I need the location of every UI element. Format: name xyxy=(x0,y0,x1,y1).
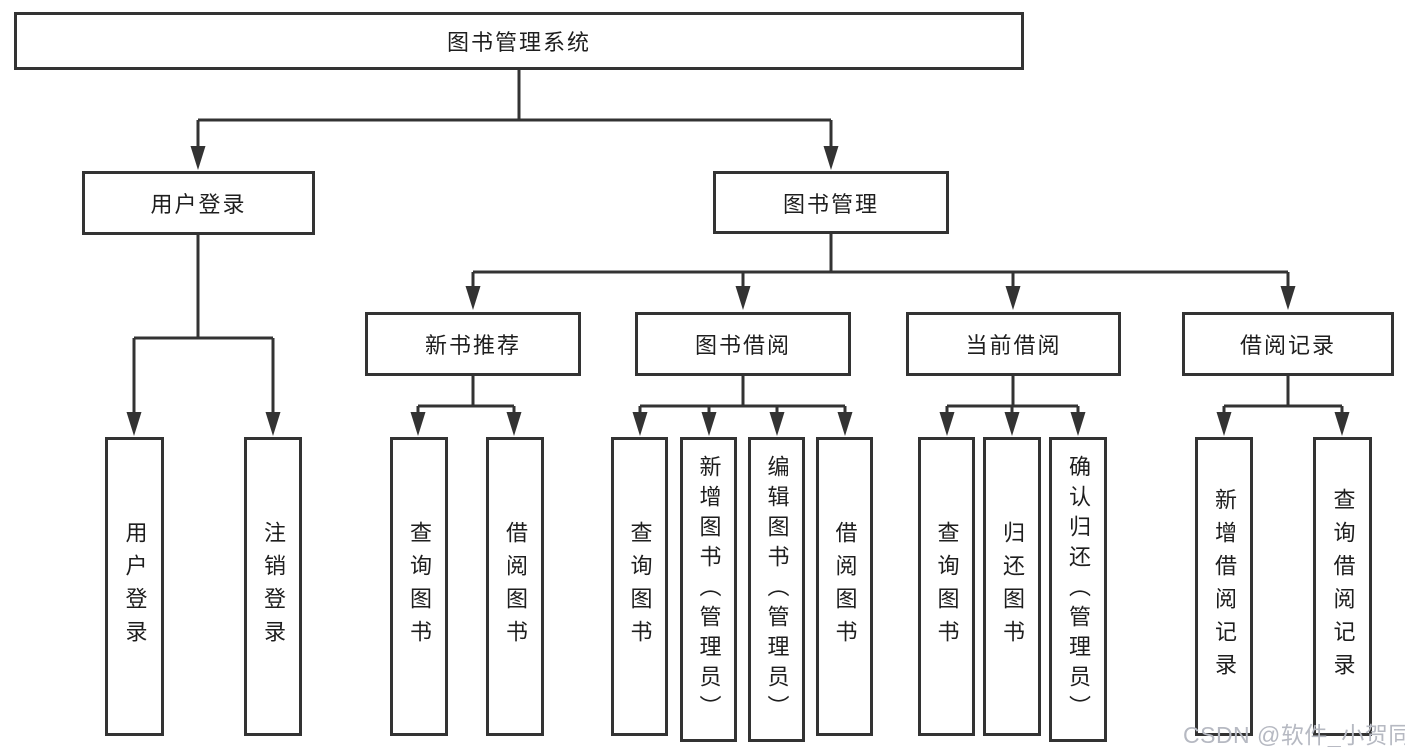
arrow-down-icons xyxy=(126,146,1350,436)
leaf-borrow-books: 借阅图书 xyxy=(816,437,873,736)
node-root: 图书管理系统 xyxy=(14,12,1024,70)
leaf-return-books: 归还图书 xyxy=(983,437,1041,736)
leaf-recommend-borrow-books: 借阅图书 xyxy=(486,437,544,736)
node-book-management: 图书管理 xyxy=(713,171,949,234)
leaf-recommend-query-books: 查询图书 xyxy=(390,437,448,736)
node-borrow-records: 借阅记录 xyxy=(1182,312,1394,376)
node-current-borrow: 当前借阅 xyxy=(906,312,1121,376)
leaf-confirm-return-admin: 确认归还（管理员） xyxy=(1049,437,1107,742)
leaf-query-borrow-record: 查询借阅记录 xyxy=(1313,437,1372,736)
leaf-add-books-admin: 新增图书（管理员） xyxy=(680,437,737,742)
leaf-edit-books-admin: 编辑图书（管理员） xyxy=(748,437,805,742)
leaf-user-login: 用户登录 xyxy=(105,437,164,736)
node-user-login: 用户登录 xyxy=(82,171,315,235)
connector-lines xyxy=(132,70,1344,418)
csdn-watermark: CSDN @软件_小贺同学 xyxy=(1183,722,1405,747)
leaf-borrow-query-books: 查询图书 xyxy=(611,437,668,736)
node-new-book-recommend: 新书推荐 xyxy=(365,312,581,376)
node-book-borrow: 图书借阅 xyxy=(635,312,851,376)
leaf-add-borrow-record: 新增借阅记录 xyxy=(1195,437,1253,736)
leaf-current-query-books: 查询图书 xyxy=(918,437,975,736)
leaf-logout: 注销登录 xyxy=(244,437,302,736)
